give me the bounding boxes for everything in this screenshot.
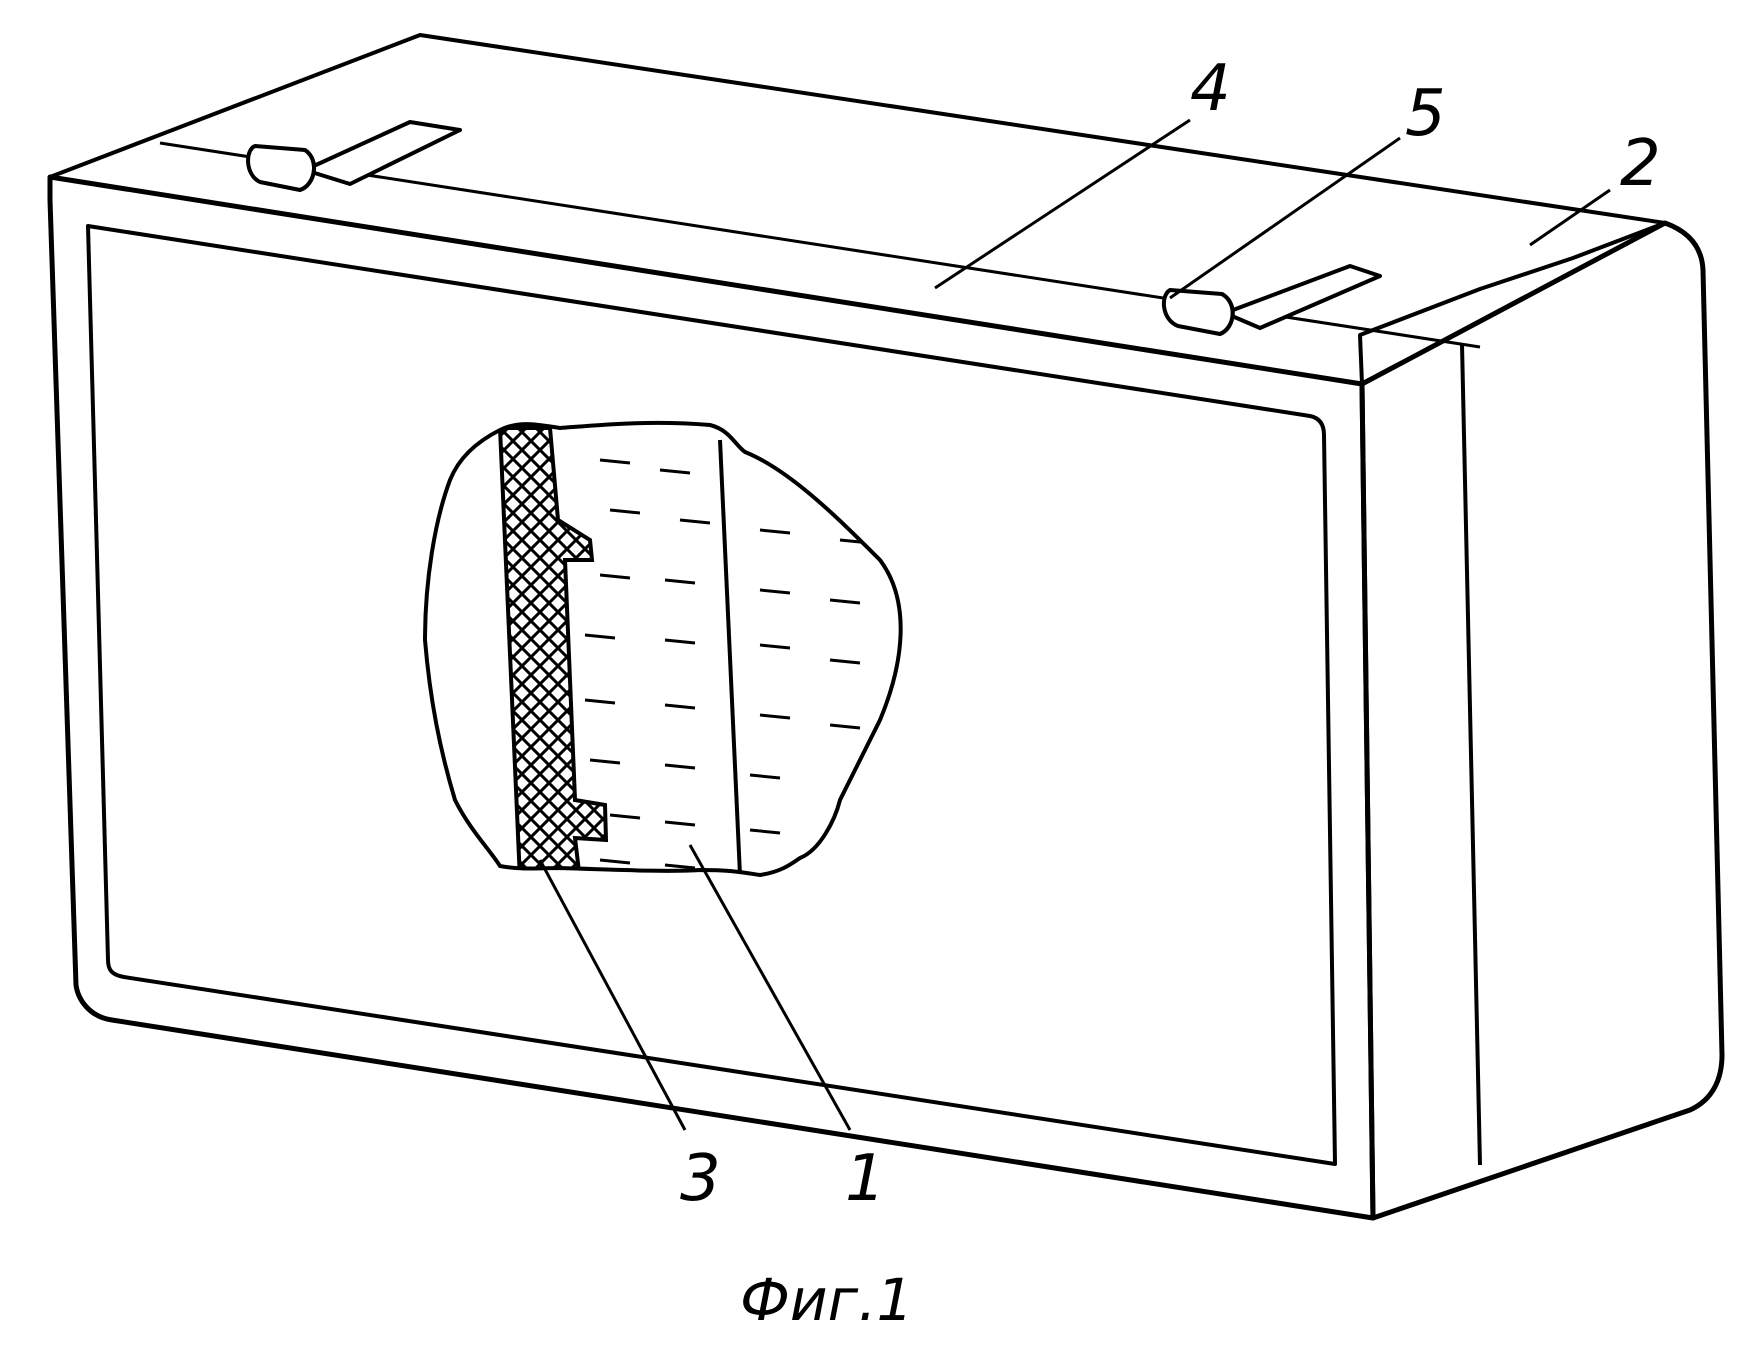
clip-left <box>248 122 460 190</box>
clip-right <box>1164 266 1380 334</box>
figure-caption: Фиг.1 <box>740 1266 913 1334</box>
callout-4: 4 <box>1190 52 1231 126</box>
callout-3: 3 <box>680 1142 721 1216</box>
callout-1: 1 <box>845 1142 886 1216</box>
callout-2: 2 <box>1620 127 1661 201</box>
front-face-outer <box>50 177 1373 1218</box>
filling-dashes <box>585 460 870 868</box>
callout-5: 5 <box>1405 77 1446 151</box>
side-face <box>1362 223 1722 1218</box>
hatched-wall <box>500 428 606 880</box>
leader-lines <box>540 120 1610 1130</box>
cutaway-outline <box>425 423 901 875</box>
front-face-inner <box>88 226 1335 1164</box>
